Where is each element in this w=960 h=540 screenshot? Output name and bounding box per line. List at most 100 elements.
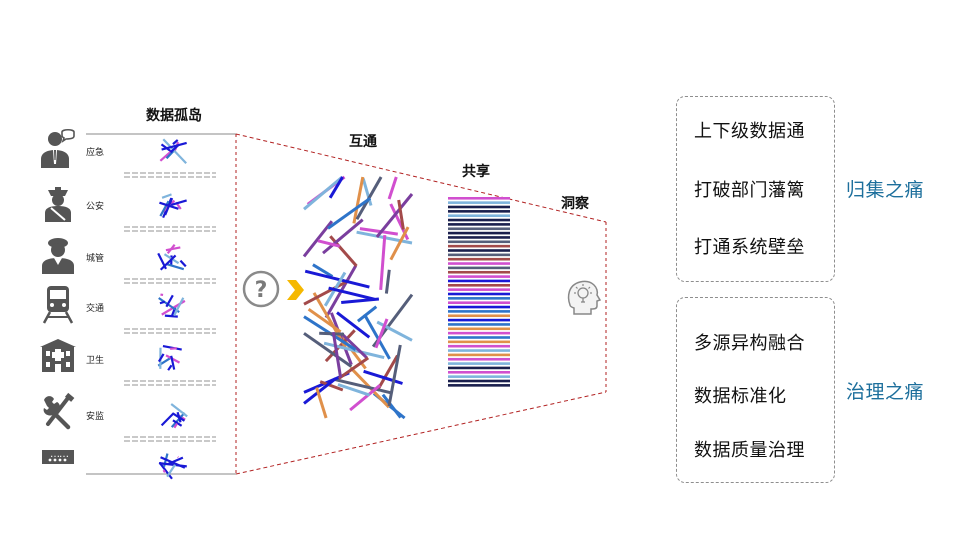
svg-text:?: ? xyxy=(255,278,268,303)
tangle-line xyxy=(331,331,343,378)
tangle-line xyxy=(317,239,341,248)
mini-tangle-graphic xyxy=(158,293,186,318)
mini-tangle-line xyxy=(157,353,165,363)
tangle-line xyxy=(387,344,402,407)
tangle-line xyxy=(329,235,358,267)
mini-tangle-line xyxy=(173,297,185,317)
emergency-officer-icon xyxy=(38,128,78,172)
collection-pain-card: 上下级数据通 打破部门藩篱 打通系统壁垒 xyxy=(676,96,835,282)
mini-tangle-line xyxy=(159,254,177,271)
aligned-bar xyxy=(448,340,510,344)
row-separator xyxy=(124,172,216,178)
mini-tangle-line xyxy=(165,262,185,271)
aligned-bar xyxy=(448,331,510,335)
mini-tangle-line xyxy=(158,297,180,314)
tangle-line xyxy=(337,383,370,397)
aligned-bar xyxy=(448,384,510,387)
tangle-line xyxy=(307,307,342,334)
mini-tangle-line xyxy=(170,355,176,370)
department-label: 应急 xyxy=(86,148,105,158)
card-item: 打破部门藩篱 xyxy=(694,180,805,201)
tangle-line xyxy=(303,377,337,405)
aligned-bar xyxy=(448,240,510,244)
tangled-lines-graphic xyxy=(302,175,414,420)
mini-tangle-line xyxy=(159,200,170,217)
aligned-bar xyxy=(448,218,510,222)
mini-tangle-line xyxy=(164,314,178,318)
tangle-line xyxy=(379,234,387,291)
tangle-line xyxy=(374,318,389,349)
aligned-bar xyxy=(448,210,510,213)
hospital-icon xyxy=(38,336,78,380)
aligned-bar xyxy=(448,314,510,318)
mini-tangle-line xyxy=(162,469,166,473)
tangle-line xyxy=(319,331,345,336)
mini-tangle-line xyxy=(172,139,179,145)
aligned-bar xyxy=(448,266,510,270)
aligned-bar xyxy=(448,244,510,248)
mini-tangle-line xyxy=(172,419,183,427)
aligned-bar xyxy=(448,236,510,239)
mini-tangle-line xyxy=(170,347,177,350)
tangle-line xyxy=(327,196,372,230)
card-item: 多源异构融合 xyxy=(694,333,805,354)
aligned-bar xyxy=(448,362,510,365)
tangle-line xyxy=(389,226,410,261)
aligned-bar xyxy=(448,357,510,361)
mini-tangle-line xyxy=(160,456,186,469)
department-label: 交通 xyxy=(86,304,105,314)
tangle-line xyxy=(361,178,373,206)
governance-pain-card: 多源异构融合 数据标准化 数据质量治理 xyxy=(676,297,835,483)
mini-tangle-line xyxy=(173,422,178,429)
aligned-bar xyxy=(448,223,510,226)
mini-tangle-line xyxy=(161,193,172,199)
aligned-bar xyxy=(448,279,510,283)
tangle-line xyxy=(328,286,375,301)
tangle-line xyxy=(376,320,413,342)
aligned-bar xyxy=(448,349,510,352)
mini-tangle-line xyxy=(159,150,173,162)
tangle-line xyxy=(328,176,344,199)
aligned-bar xyxy=(448,227,510,231)
card-item: 数据质量治理 xyxy=(694,440,805,461)
department-label: 安监 xyxy=(86,412,105,422)
aligned-bar xyxy=(448,327,510,331)
tangle-line xyxy=(340,332,368,359)
aligned-bar xyxy=(448,310,510,313)
mini-tangle-line xyxy=(169,144,179,154)
tangle-line xyxy=(303,332,353,368)
mini-tangle-graphic xyxy=(159,193,187,219)
train-icon xyxy=(38,284,78,328)
aligned-bar xyxy=(448,297,510,300)
card-item: 上下级数据通 xyxy=(694,121,805,142)
gongxiang-label: 共享 xyxy=(462,164,490,180)
tangle-line xyxy=(375,193,414,238)
aligned-bar xyxy=(448,270,510,274)
mini-tangle-line xyxy=(159,300,166,305)
governance-pain-label: 治理之痛 xyxy=(846,381,925,403)
card-item: 打通系统壁垒 xyxy=(694,237,805,258)
mini-tangle-line xyxy=(170,403,188,418)
mini-tangle-line xyxy=(166,462,177,478)
aligned-bar xyxy=(448,201,510,204)
mini-tangle-graphic xyxy=(157,243,187,271)
aligned-bar xyxy=(448,275,510,278)
row-separator xyxy=(124,436,216,442)
mini-tangle-line xyxy=(165,294,174,308)
data-silo-title: 数据孤岛 xyxy=(146,108,202,124)
tangle-line xyxy=(349,384,381,412)
mini-tangle-line xyxy=(162,138,187,164)
mini-tangle-graphic xyxy=(158,453,187,480)
mini-tangle-line xyxy=(165,246,181,252)
tools-icon xyxy=(38,392,78,436)
mini-tangle-line xyxy=(166,243,176,254)
urban-officer-icon xyxy=(38,234,78,278)
aligned-bar xyxy=(448,323,510,326)
tangle-line xyxy=(315,387,328,419)
department-label: 卫生 xyxy=(86,356,105,366)
chevron-right-icon xyxy=(285,279,305,305)
mini-tangle-line xyxy=(161,141,187,151)
tangle-line xyxy=(338,356,370,380)
row-separator xyxy=(124,226,216,232)
mini-tangle-graphic xyxy=(157,344,182,371)
